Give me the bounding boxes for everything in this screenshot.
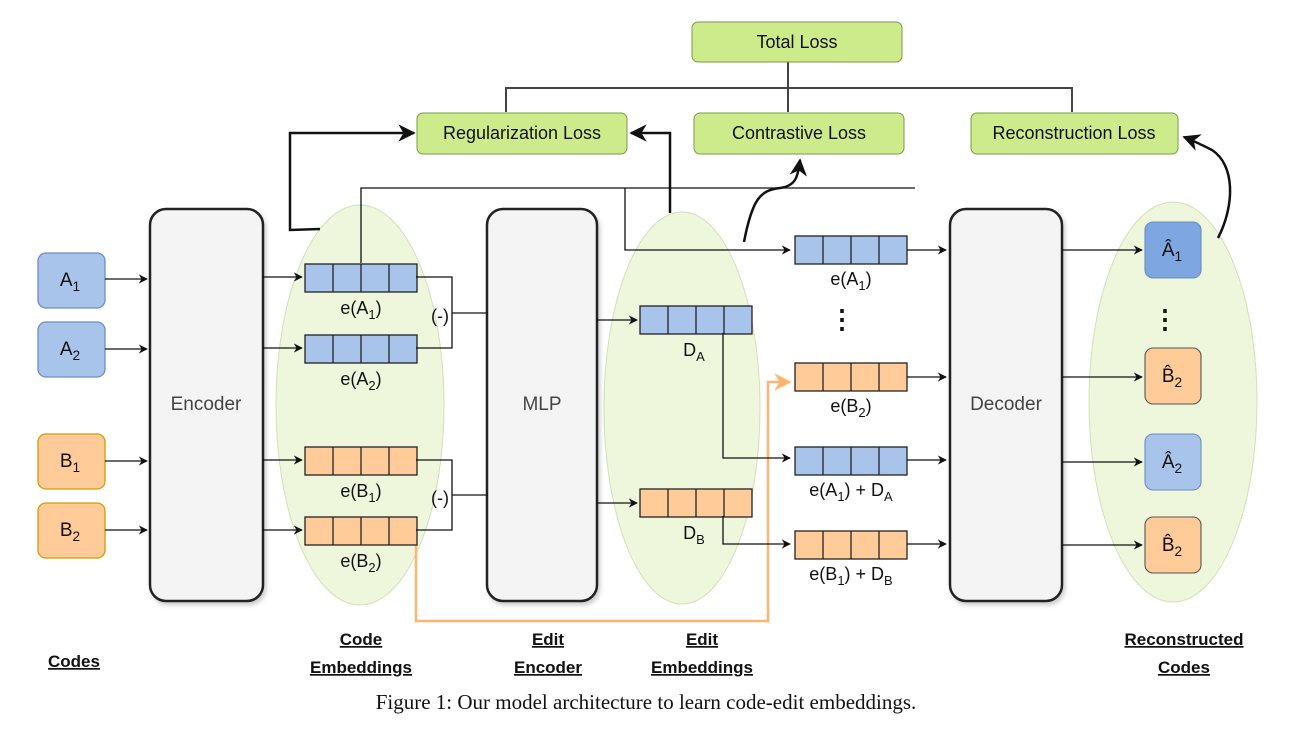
flow-arrows: [105, 245, 1143, 550]
code-embeddings-group: [275, 204, 445, 606]
diff-op-a: (-): [431, 306, 449, 326]
loss-connector: [505, 62, 1073, 112]
decoder-input-label: e(B1) + DB: [809, 564, 892, 588]
code-embedding-label: e(A1): [340, 298, 381, 322]
code-input-a2: A2: [37, 321, 106, 378]
code-embeddings-column: e(A1) e(A2) e(B1) e(B2): [304, 263, 418, 575]
skip-connection-eB2: [414, 373, 792, 623]
decoder-inputs-ellipsis: ⋮: [829, 304, 855, 334]
code-embedding-vector: [304, 263, 418, 293]
decoder-block: Decoder: [948, 207, 1064, 603]
reconstructed-label: Â2: [1162, 451, 1182, 476]
edit-embedding-vector: [639, 305, 753, 335]
reconstructed-label: Â1: [1162, 239, 1182, 264]
code-input-a1: A1: [37, 252, 106, 309]
section-label-reconstructed-codes: Codes: [1158, 658, 1210, 677]
contrastive-loss-label: Contrastive Loss: [732, 123, 866, 143]
decoder-inputs-column: e(A1) e(B2) e(A1) + DA e(B1) + DB: [794, 235, 908, 588]
decoder-input-label: e(A1): [830, 269, 871, 293]
reconstruction-loss-box: Reconstruction Loss: [970, 112, 1179, 155]
decoder-input-label: e(A1) + DA: [809, 480, 893, 504]
section-label-edit-encoder: Edit: [532, 630, 564, 649]
code-embedding-vector: [304, 516, 418, 546]
mlp-block: MLP: [485, 207, 599, 603]
edit-embeddings-column: DA DB: [639, 305, 753, 547]
section-label-edit-embeddings: Embeddings: [651, 658, 753, 677]
code-embedding-vector: [304, 334, 418, 364]
decoder-label: Decoder: [970, 394, 1042, 415]
reconstructed-ellipsis: ⋮: [1152, 304, 1178, 334]
reconstructed-code: Â1: [1144, 221, 1202, 279]
skip-connection-eA1-drop: [624, 188, 791, 255]
code-label: B2: [60, 520, 80, 544]
section-label-edit-encoder: Encoder: [514, 658, 582, 677]
reconstructed-code: B̂2: [1144, 347, 1202, 405]
encoder-label: Encoder: [171, 394, 242, 415]
decoder-input-vector: [794, 530, 908, 560]
edit-embeddings-group: [603, 211, 761, 605]
recon-to-recon-loss-arrow: [1182, 134, 1232, 239]
edit-emb-to-contrastive-arrow: [742, 158, 807, 243]
regularization-loss-label: Regularization Loss: [443, 123, 601, 143]
code-label: A2: [60, 339, 80, 363]
code-embedding-label: e(B2): [340, 551, 381, 575]
reconstructed-code: Â2: [1144, 433, 1202, 491]
edit-embedding-label: DB: [683, 523, 705, 547]
code-embedding-vector: [304, 446, 418, 476]
reconstructed-code: B̂2: [1144, 516, 1202, 574]
code-emb-to-reg-loss-arrow: [288, 124, 416, 232]
section-label-code-embeddings: Embeddings: [310, 658, 412, 677]
section-label-code-embeddings: Code: [340, 630, 383, 649]
skip-connection-eA1: [360, 187, 915, 263]
edit-embedding-vector: [639, 488, 753, 518]
edit-embedding-label: DA: [683, 340, 705, 364]
code-embedding-label: e(A2): [340, 369, 381, 393]
edit-emb-to-reg-loss-arrow: [629, 124, 672, 213]
contrastive-loss-box: Contrastive Loss: [693, 112, 905, 155]
total-loss-box: Total Loss: [691, 21, 903, 63]
section-label-edit-embeddings: Edit: [686, 630, 718, 649]
decoder-input-vector: [794, 446, 908, 476]
regularization-loss-box: Regularization Loss: [416, 112, 628, 155]
decoder-input-label: e(B2): [830, 396, 871, 420]
code-input-b1: B1: [37, 433, 106, 490]
diff-op-b: (-): [431, 488, 449, 508]
code-label: A1: [60, 270, 80, 294]
code-input-b2: B2: [37, 502, 106, 559]
reconstruction-loss-label: Reconstruction Loss: [992, 123, 1155, 143]
mlp-label: MLP: [522, 394, 561, 415]
section-label-reconstructed-codes: Reconstructed: [1124, 630, 1243, 649]
code-embedding-label: e(B1): [340, 481, 381, 505]
encoder-block: Encoder: [148, 207, 265, 603]
decoder-input-vector: [794, 362, 908, 392]
reconstructed-label: B̂2: [1162, 365, 1182, 390]
total-loss-label: Total Loss: [756, 32, 837, 52]
diff-bracket-b: [416, 459, 487, 531]
code-label: B1: [60, 451, 80, 475]
diff-bracket-a: [416, 276, 487, 349]
section-label-codes: Codes: [48, 652, 100, 671]
figure-caption: Figure 1: Our model architecture to lear…: [375, 690, 917, 714]
reconstructed-label: B̂2: [1162, 534, 1182, 559]
decoder-input-vector: [794, 235, 908, 265]
